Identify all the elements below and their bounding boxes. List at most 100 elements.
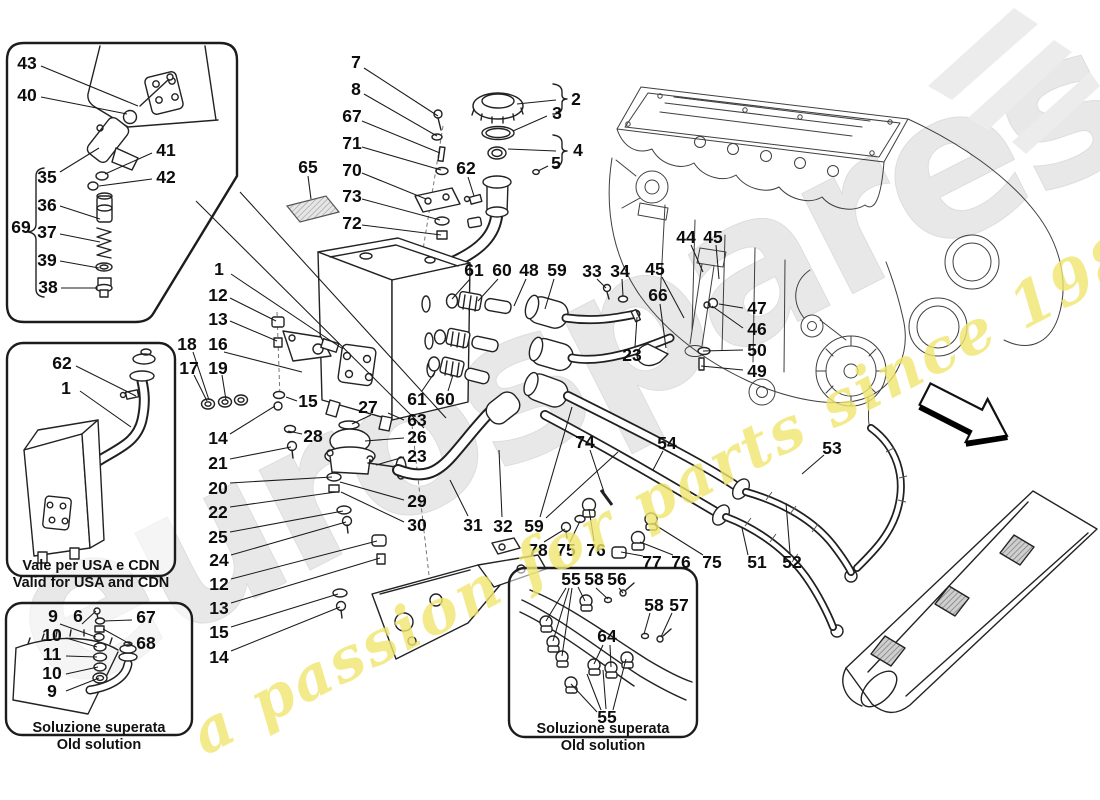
callout-70: 70: [342, 160, 362, 180]
callout-66: 66: [648, 285, 668, 305]
leader-line: [285, 396, 298, 402]
leader-line: [375, 456, 405, 466]
caption-old-center-it: Soluzione superata: [537, 721, 671, 737]
callout-32: 32: [493, 516, 513, 536]
leader-line: [65, 666, 99, 675]
pipe-clamps: [539, 594, 634, 694]
callout-58: 58: [644, 595, 664, 615]
leader-line: [741, 527, 749, 556]
callout-31: 31: [463, 515, 483, 535]
callout-2: 2: [571, 89, 581, 109]
callout-30: 30: [407, 515, 427, 535]
callout-77: 77: [642, 552, 661, 572]
leader-line: [221, 374, 227, 401]
leader-line: [593, 644, 604, 665]
caption-old-center-en: Old solution: [561, 738, 646, 754]
leader-line: [229, 510, 344, 533]
leader-line: [361, 146, 442, 171]
callout-36: 36: [37, 195, 57, 215]
leader-line: [102, 628, 133, 646]
watermark-corner-stripes: [928, 8, 1100, 154]
leader-line: [361, 224, 442, 236]
leader-line: [287, 430, 303, 435]
callout-75: 75: [556, 540, 576, 560]
leader-line: [59, 233, 101, 243]
callout-43: 43: [17, 53, 37, 73]
leader-line: [361, 120, 441, 154]
leader-line: [512, 115, 548, 132]
leader-line: [230, 540, 378, 580]
leader-line: [65, 677, 100, 692]
callout-61: 61: [407, 389, 427, 409]
callout-58: 58: [584, 569, 604, 589]
callout-63: 63: [407, 410, 427, 430]
callout-26: 26: [407, 427, 427, 447]
leader-line: [545, 587, 567, 622]
leader-line: [79, 390, 132, 428]
callout-50: 50: [747, 340, 767, 360]
leader-line: [589, 449, 605, 493]
union-row-2: [433, 327, 574, 372]
callout-9: 9: [47, 681, 57, 701]
leader-line: [690, 244, 704, 273]
leader-line: [229, 405, 276, 435]
leader-line: [545, 451, 619, 519]
callout-12: 12: [209, 574, 229, 594]
brace-2: [552, 83, 568, 115]
caption-usa-it: Vale per USA e CDN: [22, 558, 159, 574]
leader-line: [612, 658, 627, 711]
leader-line: [229, 320, 278, 342]
inset-old-solution-center: Soluzione superata Old solution: [507, 566, 699, 754]
leader-line: [552, 587, 570, 642]
callout-69: 69: [11, 217, 31, 237]
leader-line: [539, 406, 573, 518]
leader-line: [577, 586, 586, 602]
callout-14: 14: [209, 647, 229, 667]
leader-line: [192, 351, 210, 401]
callout-54: 54: [657, 433, 677, 453]
callout-62: 62: [456, 158, 476, 178]
brace-4: [552, 134, 568, 168]
callout-76: 76: [586, 540, 606, 560]
callout-53: 53: [822, 438, 842, 458]
engine-drawing: [608, 86, 1064, 431]
leader-line: [498, 449, 503, 518]
callout-71: 71: [342, 133, 362, 153]
callout-23: 23: [622, 345, 642, 365]
inset-old-solution-left: Soluzione superata Old solution: [4, 601, 194, 753]
leader-line: [569, 520, 581, 543]
callout-28: 28: [303, 426, 323, 446]
leader-line: [659, 303, 667, 349]
union-row-1: [445, 290, 569, 329]
leader-line: [193, 374, 208, 402]
leader-line: [387, 412, 405, 421]
leader-line: [801, 454, 825, 475]
leader-line: [651, 522, 704, 556]
callout-38: 38: [38, 277, 58, 297]
callout-59: 59: [524, 516, 544, 536]
leader-line: [543, 528, 566, 543]
callout-7: 7: [351, 52, 361, 72]
leader-line: [363, 67, 439, 117]
callout-11: 11: [43, 644, 62, 664]
leader-line: [59, 260, 100, 269]
callout-52: 52: [782, 552, 802, 572]
leader-line: [75, 365, 137, 397]
leader-line: [230, 593, 339, 628]
callout-45: 45: [703, 227, 723, 247]
leader-line: [59, 205, 101, 220]
callout-60: 60: [435, 389, 455, 409]
callout-65: 65: [298, 157, 318, 177]
callout-13: 13: [208, 309, 228, 329]
callout-56: 56: [607, 569, 627, 589]
leader-line: [711, 305, 744, 329]
callout-41: 41: [156, 140, 176, 160]
callout-76: 76: [671, 552, 691, 572]
caption-usa-en: Valid for USA and CDN: [13, 575, 170, 591]
leader-line: [59, 147, 100, 173]
callout-19: 19: [208, 358, 228, 378]
leader-line: [340, 491, 405, 523]
